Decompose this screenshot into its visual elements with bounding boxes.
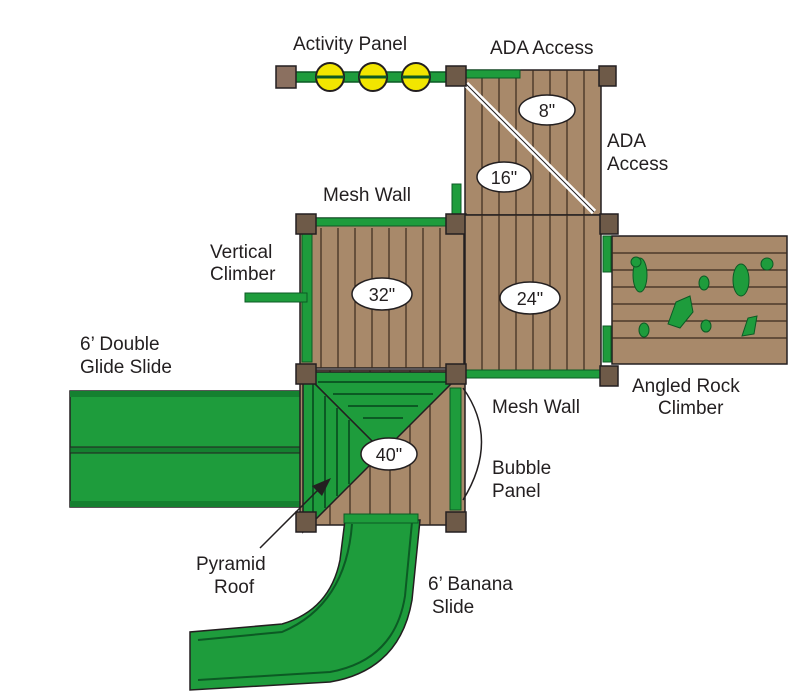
height-badge [499,281,561,315]
label-double-glide-slide-1: 6’ Double [80,334,160,355]
labels: Activity Panel ADA Access ADA Access Mes… [80,34,740,618]
label-bubble-panel-1: Bubble [492,458,551,479]
height-center-deck: 24" [517,289,543,309]
label-banana-slide-2: Slide [432,597,474,618]
label-double-glide-slide-2: Glide Slide [80,357,172,378]
height-badge [476,161,532,193]
double-glide-slide [69,390,307,508]
label-banana-slide-1: 6’ Banana [428,574,513,595]
height-tower-deck: 40" [376,445,402,465]
label-ada-access-top: ADA Access [490,38,594,59]
label-angled-rock-climber-2: Climber [658,398,724,419]
bubble-panel-callout [462,387,483,501]
activity-panel [275,62,448,92]
angled-rock-climber [602,235,788,365]
height-badge [518,94,576,126]
height-ramp-mid: 16" [491,168,517,188]
label-vertical-climber-1: Vertical [210,242,272,263]
label-mesh-wall-top: Mesh Wall [323,185,411,206]
label-pyramid-roof-2: Roof [214,577,255,598]
callout-lines [259,387,483,549]
vertical-climber [244,292,308,303]
activity-panel-post [275,65,297,89]
height-badges: 8" 16" 32" 24" 40" [351,94,576,471]
label-activity-panel: Activity Panel [293,34,407,55]
label-vertical-climber-2: Climber [210,264,276,285]
label-mesh-wall-bottom: Mesh Wall [492,397,580,418]
height-ramp-top: 8" [539,101,555,121]
arrow-head-icon [312,478,331,496]
height-badge [360,437,418,471]
label-ada-access-right-2: Access [607,154,668,175]
label-bubble-panel-2: Panel [492,481,541,502]
height-left-deck: 32" [369,285,395,305]
bubble-panel [449,387,462,511]
label-pyramid-roof-1: Pyramid [196,554,266,575]
label-ada-access-right-1: ADA [607,131,646,152]
mesh-wall-top [315,217,447,227]
banana-slide [189,513,421,691]
height-badge [351,277,413,311]
ada-ramp [445,65,617,217]
mesh-wall-bottom [464,369,601,379]
pyramid-roof-arrow [259,487,321,549]
label-angled-rock-climber-1: Angled Rock [632,376,740,397]
